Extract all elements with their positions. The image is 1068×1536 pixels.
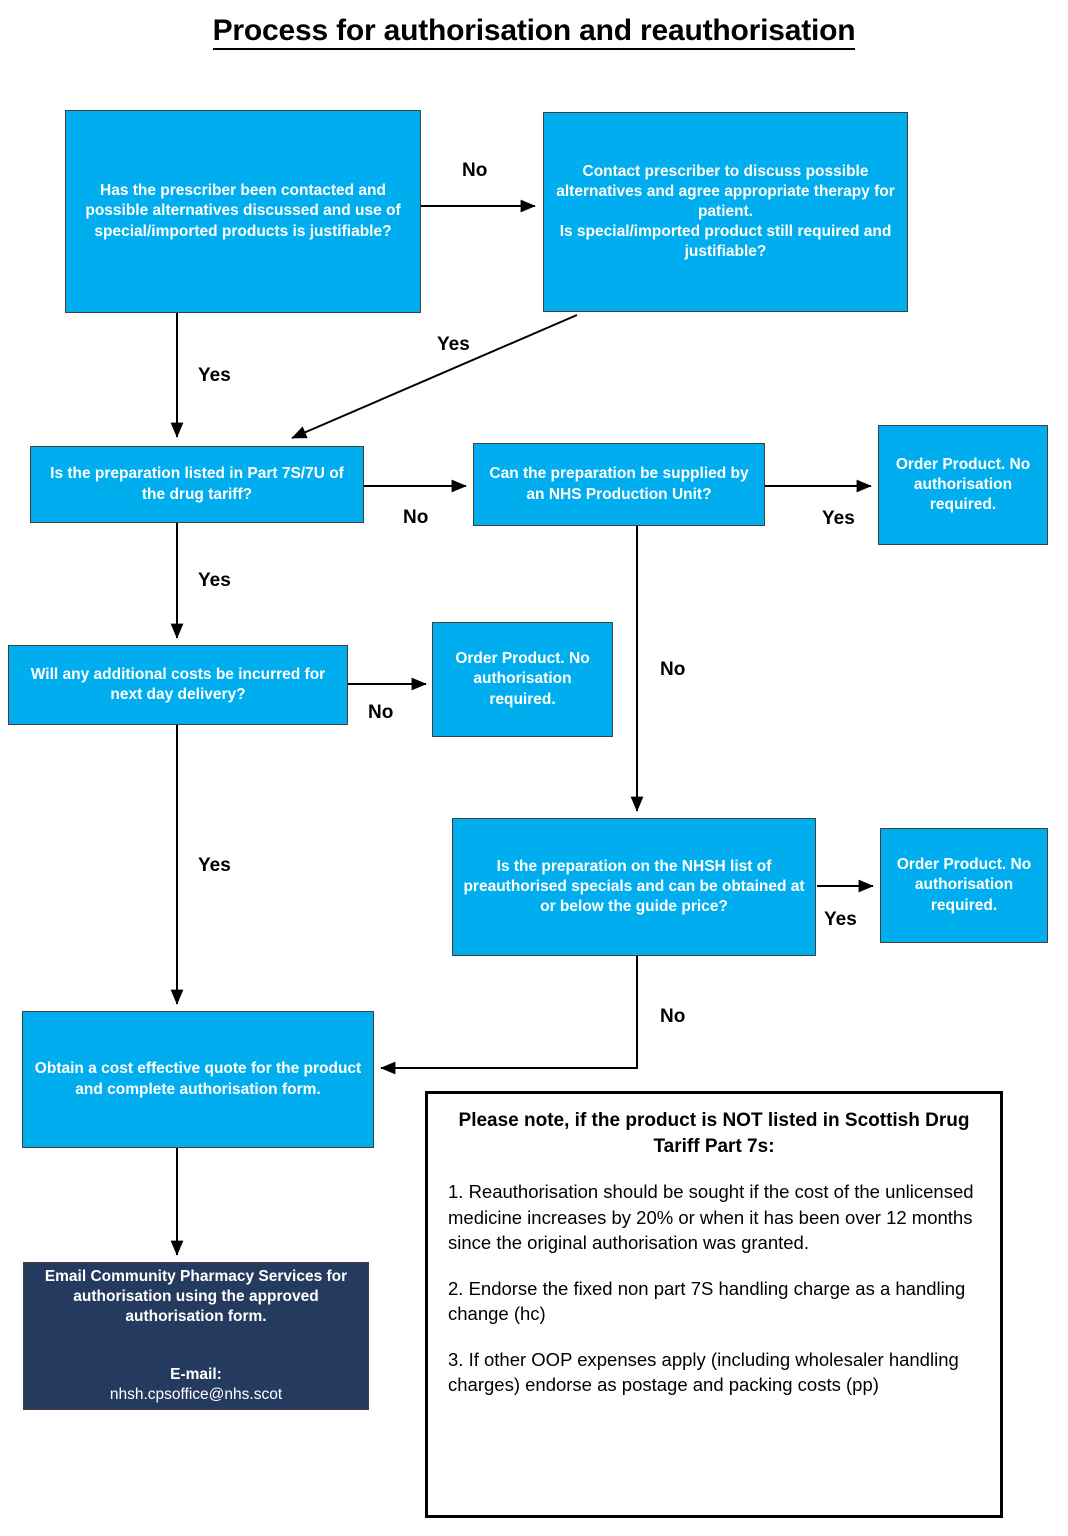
edge-label-yes-part7s-down: Yes (198, 570, 231, 591)
note-item-2: 2. Endorse the fixed non part 7S handlin… (448, 1277, 966, 1325)
note-panel: Please note, if the product is NOT liste… (425, 1091, 1003, 1518)
edge-label-yes-costs-down: Yes (198, 855, 231, 876)
node-order-product-1[interactable]: Order Product. No authorisation required… (878, 425, 1048, 545)
node-nhsh-preauthorised[interactable]: Is the preparation on the NHSH list of p… (452, 818, 816, 956)
email-label: E-mail: (170, 1365, 222, 1383)
node-order-product-2[interactable]: Order Product. No authorisation required… (432, 622, 613, 737)
edge-label-yes-nhsh-right: Yes (824, 909, 857, 930)
email-cps-heading: Email Community Pharmacy Services for au… (44, 1268, 348, 1326)
edge-label-yes-production-right: Yes (822, 508, 855, 529)
note-item-1: 1. Reauthorisation should be sought if t… (448, 1181, 974, 1254)
note-heading: Please note, if the product is NOT liste… (458, 1110, 970, 1157)
email-line: E-mail: nhsh.cpsoffice@nhs.scot (110, 1345, 282, 1405)
note-item-3: 3. If other OOP expenses apply (includin… (448, 1348, 959, 1396)
edge-label-no-costs-right: No (368, 702, 394, 723)
edge-label-yes-from-contact: Yes (437, 334, 470, 355)
node-order-product-3[interactable]: Order Product. No authorisation required… (880, 828, 1048, 943)
edge-contact-to-part7s (291, 314, 578, 439)
edge-label-no-part7s-right: No (403, 507, 429, 528)
node-part-7s-7u[interactable]: Is the preparation listed in Part 7S/7U … (30, 446, 364, 523)
node-contact-prescriber[interactable]: Contact prescriber to discuss possible a… (543, 112, 908, 312)
email-address: nhsh.cpsoffice@nhs.scot (109, 1385, 283, 1403)
node-additional-costs[interactable]: Will any additional costs be incurred fo… (8, 645, 348, 725)
edge-label-no-to-contact: No (462, 160, 488, 181)
node-obtain-quote[interactable]: Obtain a cost effective quote for the pr… (22, 1011, 374, 1148)
edge-label-no-nhsh-down: No (660, 1006, 686, 1027)
edge-label-yes-prescriber-down: Yes (198, 365, 231, 386)
node-email-cps[interactable]: Email Community Pharmacy Services for au… (23, 1262, 369, 1410)
node-nhs-production-unit[interactable]: Can the preparation be supplied by an NH… (473, 443, 765, 526)
edge-label-no-production-down: No (660, 659, 686, 680)
page-title: Process for authorisation and reauthoris… (0, 14, 1068, 50)
page-title-text: Process for authorisation and reauthoris… (212, 14, 856, 50)
edge-nhsh-to-quote (380, 956, 638, 1075)
node-prescriber-contacted[interactable]: Has the prescriber been contacted and po… (65, 110, 421, 313)
